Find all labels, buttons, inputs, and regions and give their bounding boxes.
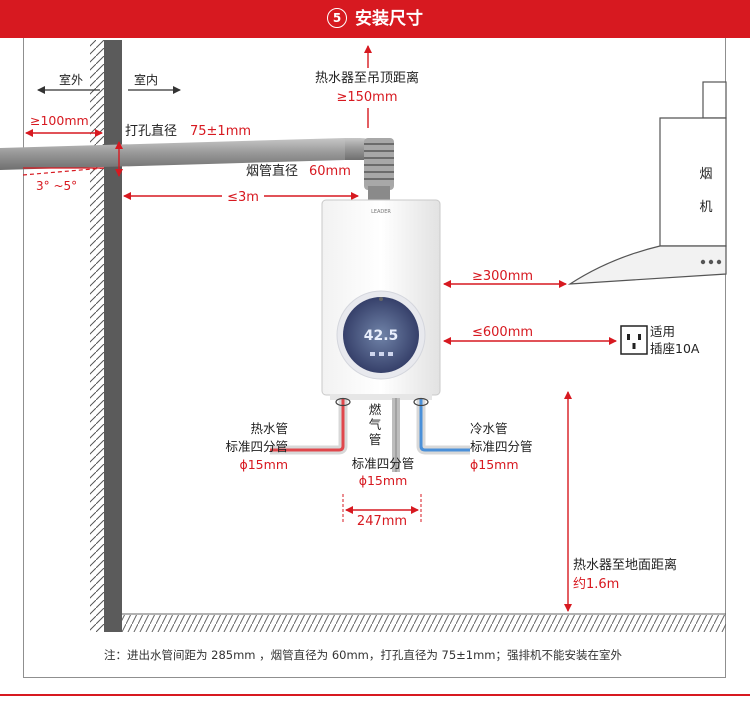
flue-pipe <box>0 138 394 202</box>
gas-pipe-size: ϕ15mm <box>359 473 408 488</box>
outdoor-label: 室外 <box>59 72 83 87</box>
pipe-length-label: ≤3m <box>227 190 259 205</box>
flexible-elbow <box>364 138 394 202</box>
indoor-label: 室内 <box>134 72 158 87</box>
gas-pipe-char-2: 气 <box>369 417 382 432</box>
hole-diameter-value: 75±1mm <box>190 124 251 139</box>
display-temperature: 42.5 <box>364 328 399 344</box>
flue-diameter-value: 60mm <box>309 164 351 179</box>
floor-distance-value: 约1.6m <box>573 577 619 592</box>
section-title-text: 安装尺寸 <box>355 9 423 29</box>
gas-pipe-char-3: 管 <box>369 432 382 447</box>
ceiling-distance-value: ≥150mm <box>336 90 397 105</box>
hood-distance-label: ≥300mm <box>472 269 533 284</box>
hot-pipe-label: 热水管 <box>250 421 288 436</box>
heater-brand-label: LEADER <box>371 209 391 215</box>
range-hood-label-2: 机 <box>699 200 712 215</box>
socket-label-1: 适用 <box>650 324 675 339</box>
power-socket-icon <box>620 325 648 355</box>
wall <box>90 40 122 632</box>
gas-pipe-char-1: 燃 <box>369 402 382 417</box>
header-banner <box>0 0 750 38</box>
cold-water-pipe <box>413 397 470 455</box>
slope-label: 3° ~5° <box>36 179 77 193</box>
gas-pipe-spec: 标准四分管 <box>352 456 415 471</box>
hot-water-pipe <box>270 397 351 455</box>
section-title: 5 安装尺寸 <box>0 0 750 38</box>
flue-diameter-label: 烟管直径 <box>246 164 298 179</box>
diagram-frame <box>23 38 726 678</box>
water-heater: LEADER 42.5 <box>321 199 441 400</box>
socket-distance-label: ≤600mm <box>472 325 533 340</box>
cold-pipe-label: 冷水管 <box>470 421 508 436</box>
socket-label-2: 插座10A <box>650 341 700 356</box>
step-number-badge: 5 <box>327 8 347 28</box>
range-hood <box>567 81 727 285</box>
cold-pipe-spec: 标准四分管 <box>470 439 533 454</box>
ceiling-distance-label: 热水器至吊顶距离 <box>315 70 419 86</box>
pipe-spacing-label: 247mm <box>357 514 407 529</box>
bottom-rule <box>0 694 750 696</box>
pipe-spacing-dim <box>342 494 422 522</box>
hot-pipe-size: ϕ15mm <box>239 457 288 472</box>
control-display <box>343 297 419 373</box>
wall-margin-label: ≥100mm <box>30 113 89 128</box>
hole-diameter-label: 打孔直径 <box>125 124 177 139</box>
range-hood-label-1: 烟 <box>699 167 712 182</box>
floor <box>122 613 726 632</box>
footnote: 注：进出水管间距为 285mm ，烟管直径为 60mm，打孔直径为 75±1mm… <box>104 648 623 662</box>
hot-pipe-spec: 标准四分管 <box>225 439 288 454</box>
cold-pipe-size: ϕ15mm <box>470 457 519 472</box>
slope-indicator <box>22 167 105 176</box>
floor-distance-label: 热水器至地面距离 <box>573 557 677 573</box>
